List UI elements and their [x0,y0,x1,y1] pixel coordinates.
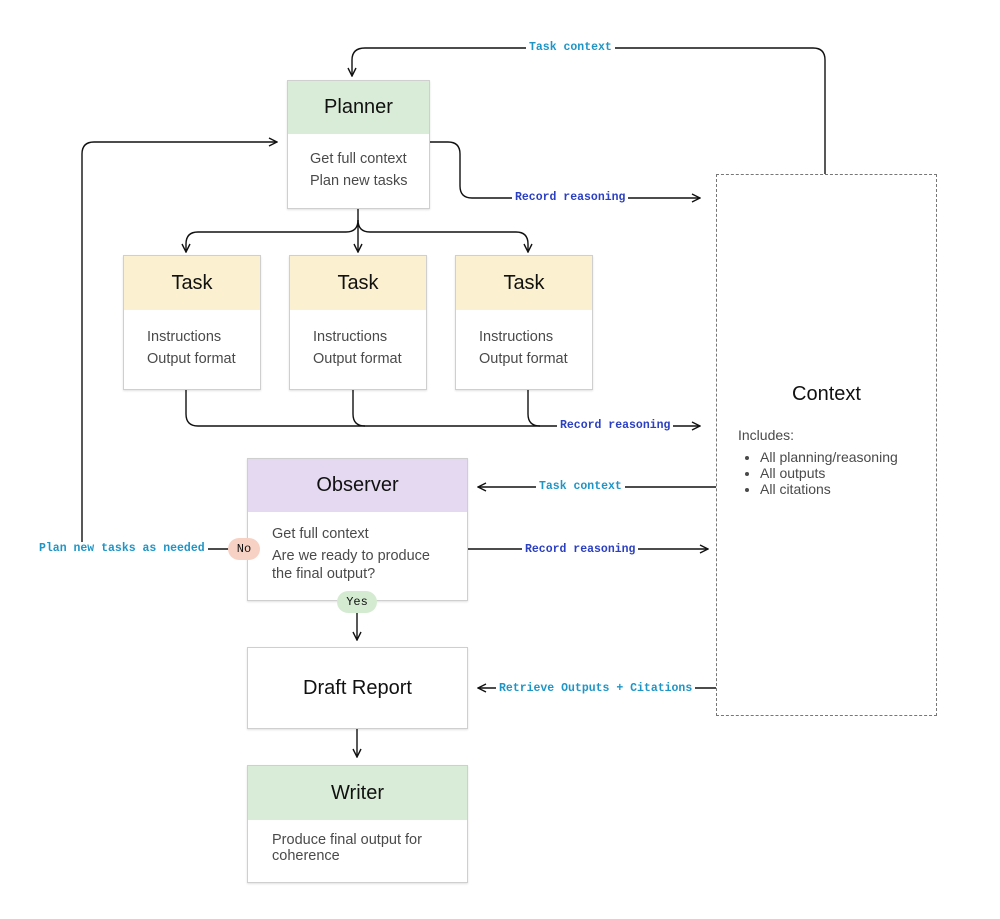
task-line: Instructions [313,329,388,345]
task-node-3: Task Instructions Output format [455,255,593,390]
no-pill: No [228,538,260,560]
observer-line-3: the final output? [272,566,376,582]
edge-label-plan-new-tasks: Plan new tasks as needed [36,542,208,556]
edge-label-task-context-observer: Task context [536,480,625,494]
edge-label-record-reasoning-planner: Record reasoning [512,191,629,205]
task-line: Output format [479,351,568,367]
task-line: Output format [147,351,236,367]
writer-title: Writer [248,766,467,820]
context-includes-list: All planning/reasoning All outputs All c… [738,449,898,497]
task-title: Task [456,256,592,310]
writer-line-1: Produce final output for [272,832,422,848]
planner-title: Planner [288,81,429,134]
context-includes-label: Includes: [738,427,795,443]
writer-line-2: coherence [272,848,340,864]
draft-report-title: Draft Report [303,676,412,699]
observer-line-2: Are we ready to produce [272,548,430,564]
context-title: Context [792,383,861,405]
context-item: All outputs [760,465,898,481]
task-node-1: Task Instructions Output format [123,255,261,390]
edge-record-reasoning-planner [430,141,700,198]
planner-line-2: Plan new tasks [310,173,408,189]
edge-label-record-reasoning-observer: Record reasoning [522,543,639,557]
task-line: Instructions [479,329,554,345]
task-title: Task [124,256,260,310]
yes-pill: Yes [337,591,377,613]
edge-tasks-to-context [185,390,700,426]
writer-node: Writer Produce final output for coherenc… [247,765,468,883]
observer-line-1: Get full context [272,526,369,542]
draft-report-node: Draft Report [247,647,468,729]
edge-label-retrieve: Retrieve Outputs + Citations [496,682,696,696]
observer-node: Observer Get full context Are we ready t… [247,458,468,601]
edge-label-record-reasoning-tasks: Record reasoning [557,419,674,433]
context-item: All citations [760,481,898,497]
edge-plan-new-tasks [81,142,277,550]
task-line: Output format [313,351,402,367]
planner-line-1: Get full context [310,151,407,167]
task-node-2: Task Instructions Output format [289,255,427,390]
planner-node: Planner Get full context Plan new tasks [287,80,430,209]
context-node: Context Includes: All planning/reasoning… [716,174,937,716]
edge-planner-to-tasks [186,208,359,252]
task-line: Instructions [147,329,222,345]
edge-label-task-context-top: Task context [526,41,615,55]
observer-title: Observer [248,459,467,512]
task-title: Task [290,256,426,310]
context-item: All planning/reasoning [760,449,898,465]
